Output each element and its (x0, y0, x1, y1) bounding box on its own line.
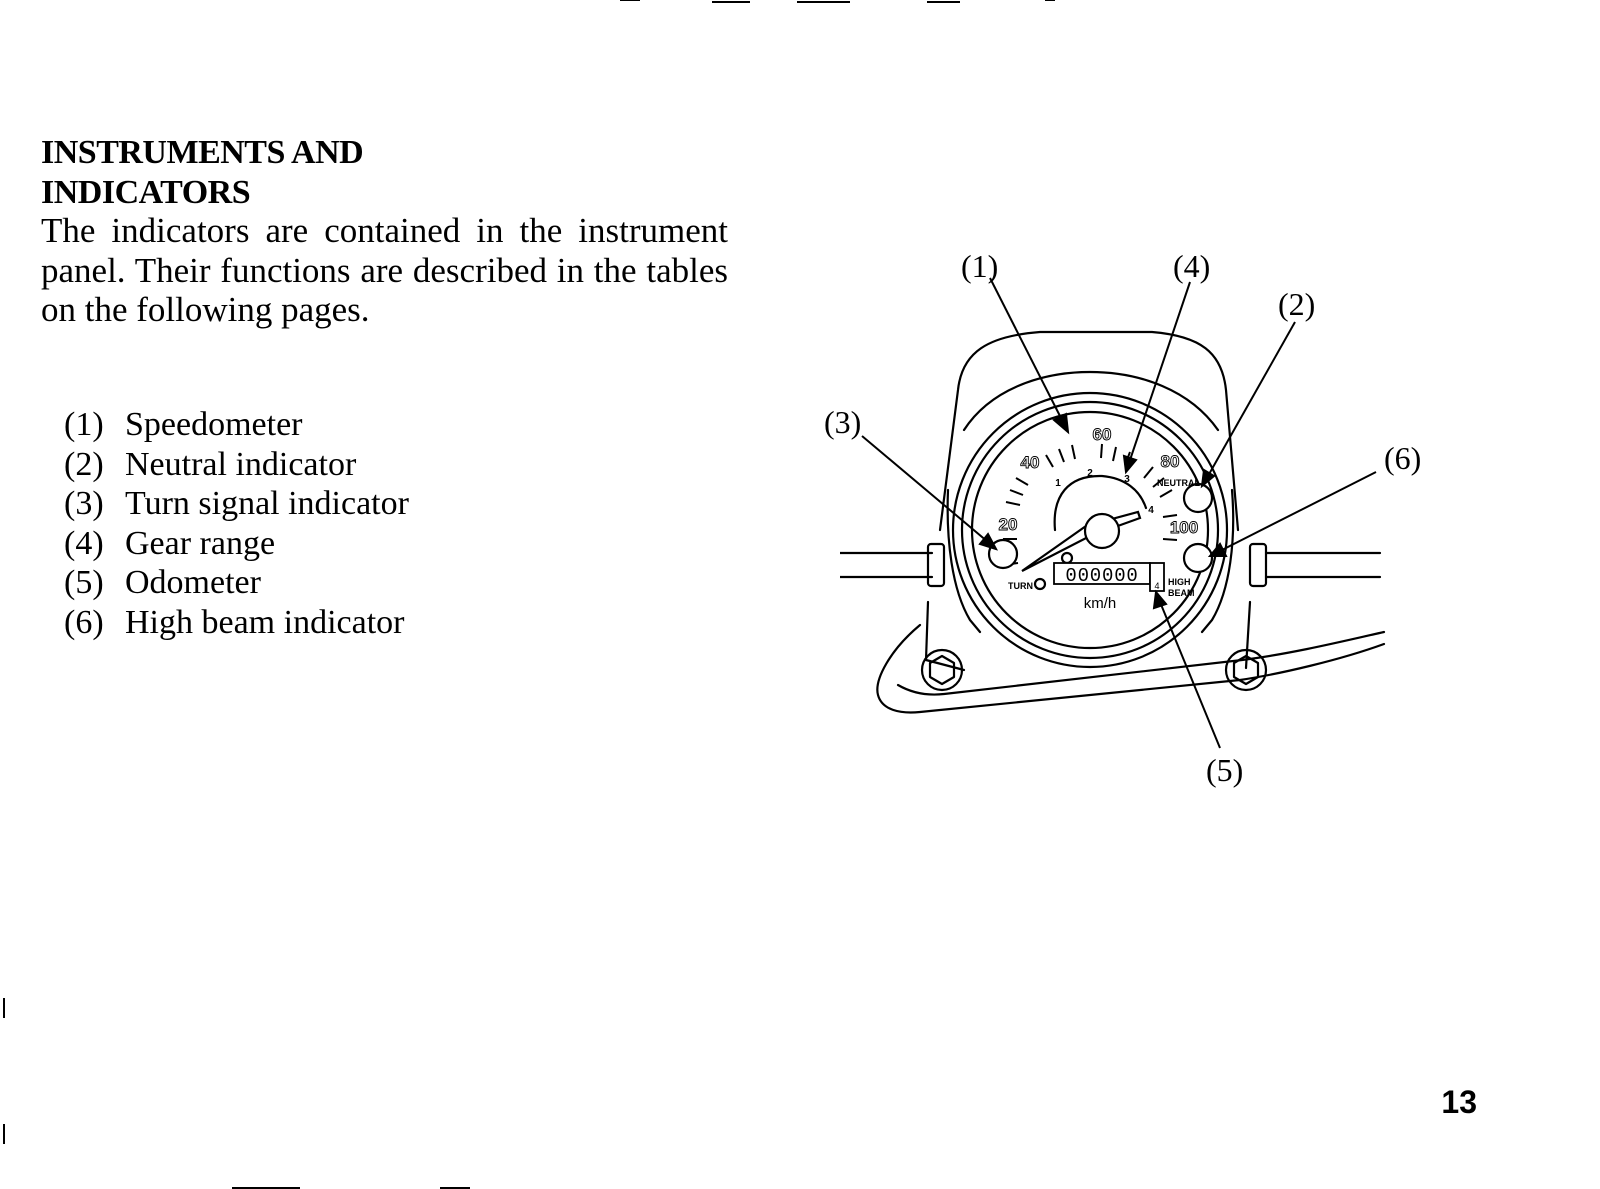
handlebar-clamp-left (926, 542, 946, 588)
callout-2: (2) (1278, 286, 1316, 322)
leader-line-4 (1129, 281, 1191, 461)
neutral-label: NEUTRAL (1157, 478, 1200, 488)
legend-item: (1) Speedometer (64, 405, 409, 445)
mount-bolt-left-head (928, 654, 956, 686)
legend-item: (6) High beam indicator (64, 603, 409, 643)
high-beam-label-1: HIGH (1168, 577, 1191, 587)
instrument-panel-illustration: 20 40 60 80 100 1 2 3 4 000000 4 km/h (840, 277, 1386, 749)
legend-number: (4) (64, 524, 104, 562)
leader-line-5 (1159, 601, 1221, 749)
mount-bolt-right (1224, 648, 1268, 692)
legend-number: (5) (64, 564, 104, 601)
section-heading: INSTRUMENTS AND INDICATORS (41, 133, 364, 213)
odometer-digits: 000000 (1065, 565, 1138, 587)
odometer-trip-digit: 4 (1154, 581, 1159, 591)
legend-number: (1) (64, 406, 104, 443)
gear-label-1: 1 (1055, 478, 1061, 489)
gear-label-3: 3 (1124, 474, 1130, 485)
callout-4: (4) (1173, 248, 1211, 284)
legend-number: (3) (64, 485, 104, 522)
odometer (1053, 562, 1165, 592)
legend-label: Neutral indicator (125, 445, 357, 483)
handlebar-clamp-right (1248, 542, 1268, 588)
page-number: 13 (1441, 1084, 1477, 1120)
legend-label: Turn signal indicator (125, 485, 409, 522)
turn-label: TURN (1008, 581, 1033, 591)
intro-paragraph: The indicators are contained in the inst… (41, 211, 728, 329)
leader-line-6 (1219, 471, 1377, 552)
legend-item: (5) Odometer (64, 563, 409, 603)
leader-line-1 (989, 277, 1063, 421)
instrument-panel-figure: 20 40 60 80 100 1 2 3 4 000000 4 km/h (824, 240, 1460, 820)
needle-hub (1083, 512, 1121, 550)
speed-unit: km/h (1084, 595, 1117, 612)
mount-bracket (876, 623, 1386, 714)
gear-label-4: 4 (1148, 505, 1154, 516)
legend-item: (2) Neutral indicator (64, 445, 409, 485)
legend-label: Gear range (125, 524, 276, 562)
callout-3: (3) (824, 404, 862, 440)
speed-label-100: 100 (1170, 518, 1198, 537)
high-beam-label-2: BEAM (1168, 588, 1195, 598)
leader-line-2 (1207, 321, 1296, 477)
handlebar-left (840, 551, 934, 579)
legend-item: (4) Gear range (64, 524, 409, 564)
legend-number: (6) (64, 603, 104, 641)
legend-label: High beam indicator (125, 603, 405, 641)
speed-label-40: 40 (1021, 453, 1040, 472)
leader-line-3 (861, 435, 989, 543)
neutral-lamp (1182, 482, 1214, 514)
heading-line-1: INSTRUMENTS AND (41, 134, 364, 171)
callout-1: (1) (961, 248, 999, 284)
mount-bolt-left (920, 648, 964, 692)
component-legend: (1) Speedometer (2) Neutral indicator (3) T… (64, 405, 409, 642)
heading-line-2: INDICATORS (41, 174, 251, 211)
meter-housing (938, 330, 1240, 532)
speed-ticks (1002, 443, 1178, 566)
gear-label-2: 2 (1087, 468, 1093, 479)
speed-label-80: 80 (1161, 452, 1180, 471)
meter-bezel-inner (960, 400, 1220, 660)
speed-label-60: 60 (1093, 425, 1112, 444)
legend-number: (2) (64, 445, 104, 483)
handlebar-right (1264, 551, 1382, 579)
legend-label: Speedometer (125, 406, 303, 443)
callout-6: (6) (1384, 440, 1422, 476)
gear-range-arc (1053, 474, 1148, 532)
dial-screw (1060, 551, 1074, 565)
legend-item: (3) Turn signal indicator (64, 484, 409, 524)
callout-5: (5) (1206, 752, 1244, 788)
trip-reset-knob (1033, 577, 1047, 591)
speed-label-20: 20 (999, 515, 1018, 534)
legend-label: Odometer (125, 564, 261, 601)
meter-bezel-outer (951, 391, 1229, 669)
high-beam-lamp (1182, 542, 1214, 574)
meter-face (970, 410, 1210, 650)
